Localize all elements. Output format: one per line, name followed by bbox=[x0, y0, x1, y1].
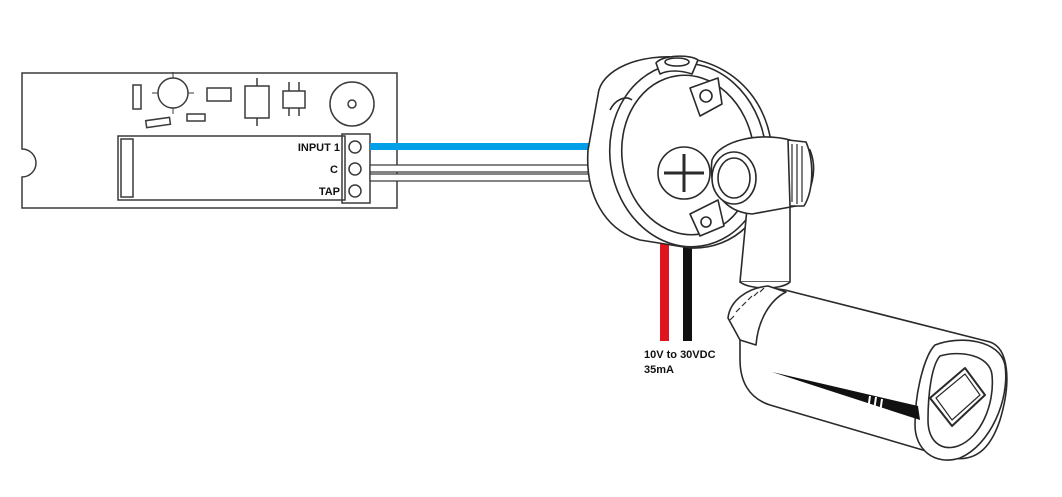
signal-wires bbox=[369, 143, 593, 182]
terminal-screw-c bbox=[348, 162, 362, 176]
power-wires bbox=[660, 243, 692, 341]
wire-tap bbox=[369, 173, 593, 182]
resistor-vertical bbox=[132, 84, 142, 110]
camera-stripe bbox=[772, 372, 920, 420]
wire-c bbox=[369, 164, 593, 173]
wire-power-positive-red bbox=[660, 243, 669, 341]
wire-input1-blue bbox=[370, 143, 592, 150]
tilted-resistor bbox=[144, 116, 172, 129]
wire-power-negative-black bbox=[683, 245, 692, 341]
terminal-screw-tap bbox=[348, 184, 362, 198]
plug-in-module bbox=[117, 135, 346, 201]
board-outline bbox=[21, 72, 398, 209]
terminal-label-tap: TAP bbox=[319, 186, 340, 198]
capacitor-round bbox=[157, 77, 189, 109]
relay-component bbox=[244, 85, 270, 119]
circuit-board bbox=[21, 72, 398, 209]
terminal-label-input1: INPUT 1 bbox=[298, 142, 340, 154]
terminal-label-c: C bbox=[330, 164, 338, 176]
buzzer-component bbox=[329, 81, 375, 127]
power-current-label: 35mA bbox=[644, 364, 674, 376]
bullet-camera bbox=[586, 55, 1008, 461]
camera-body bbox=[727, 285, 1008, 461]
terminal-screw-input1 bbox=[348, 140, 362, 154]
power-voltage-label: 10V to 30VDC bbox=[644, 349, 716, 361]
terminal-block bbox=[341, 133, 371, 204]
resistor-horizontal bbox=[206, 87, 232, 102]
transistor-component bbox=[282, 90, 306, 109]
swivel-joint bbox=[710, 136, 815, 289]
small-resistor bbox=[186, 113, 206, 122]
